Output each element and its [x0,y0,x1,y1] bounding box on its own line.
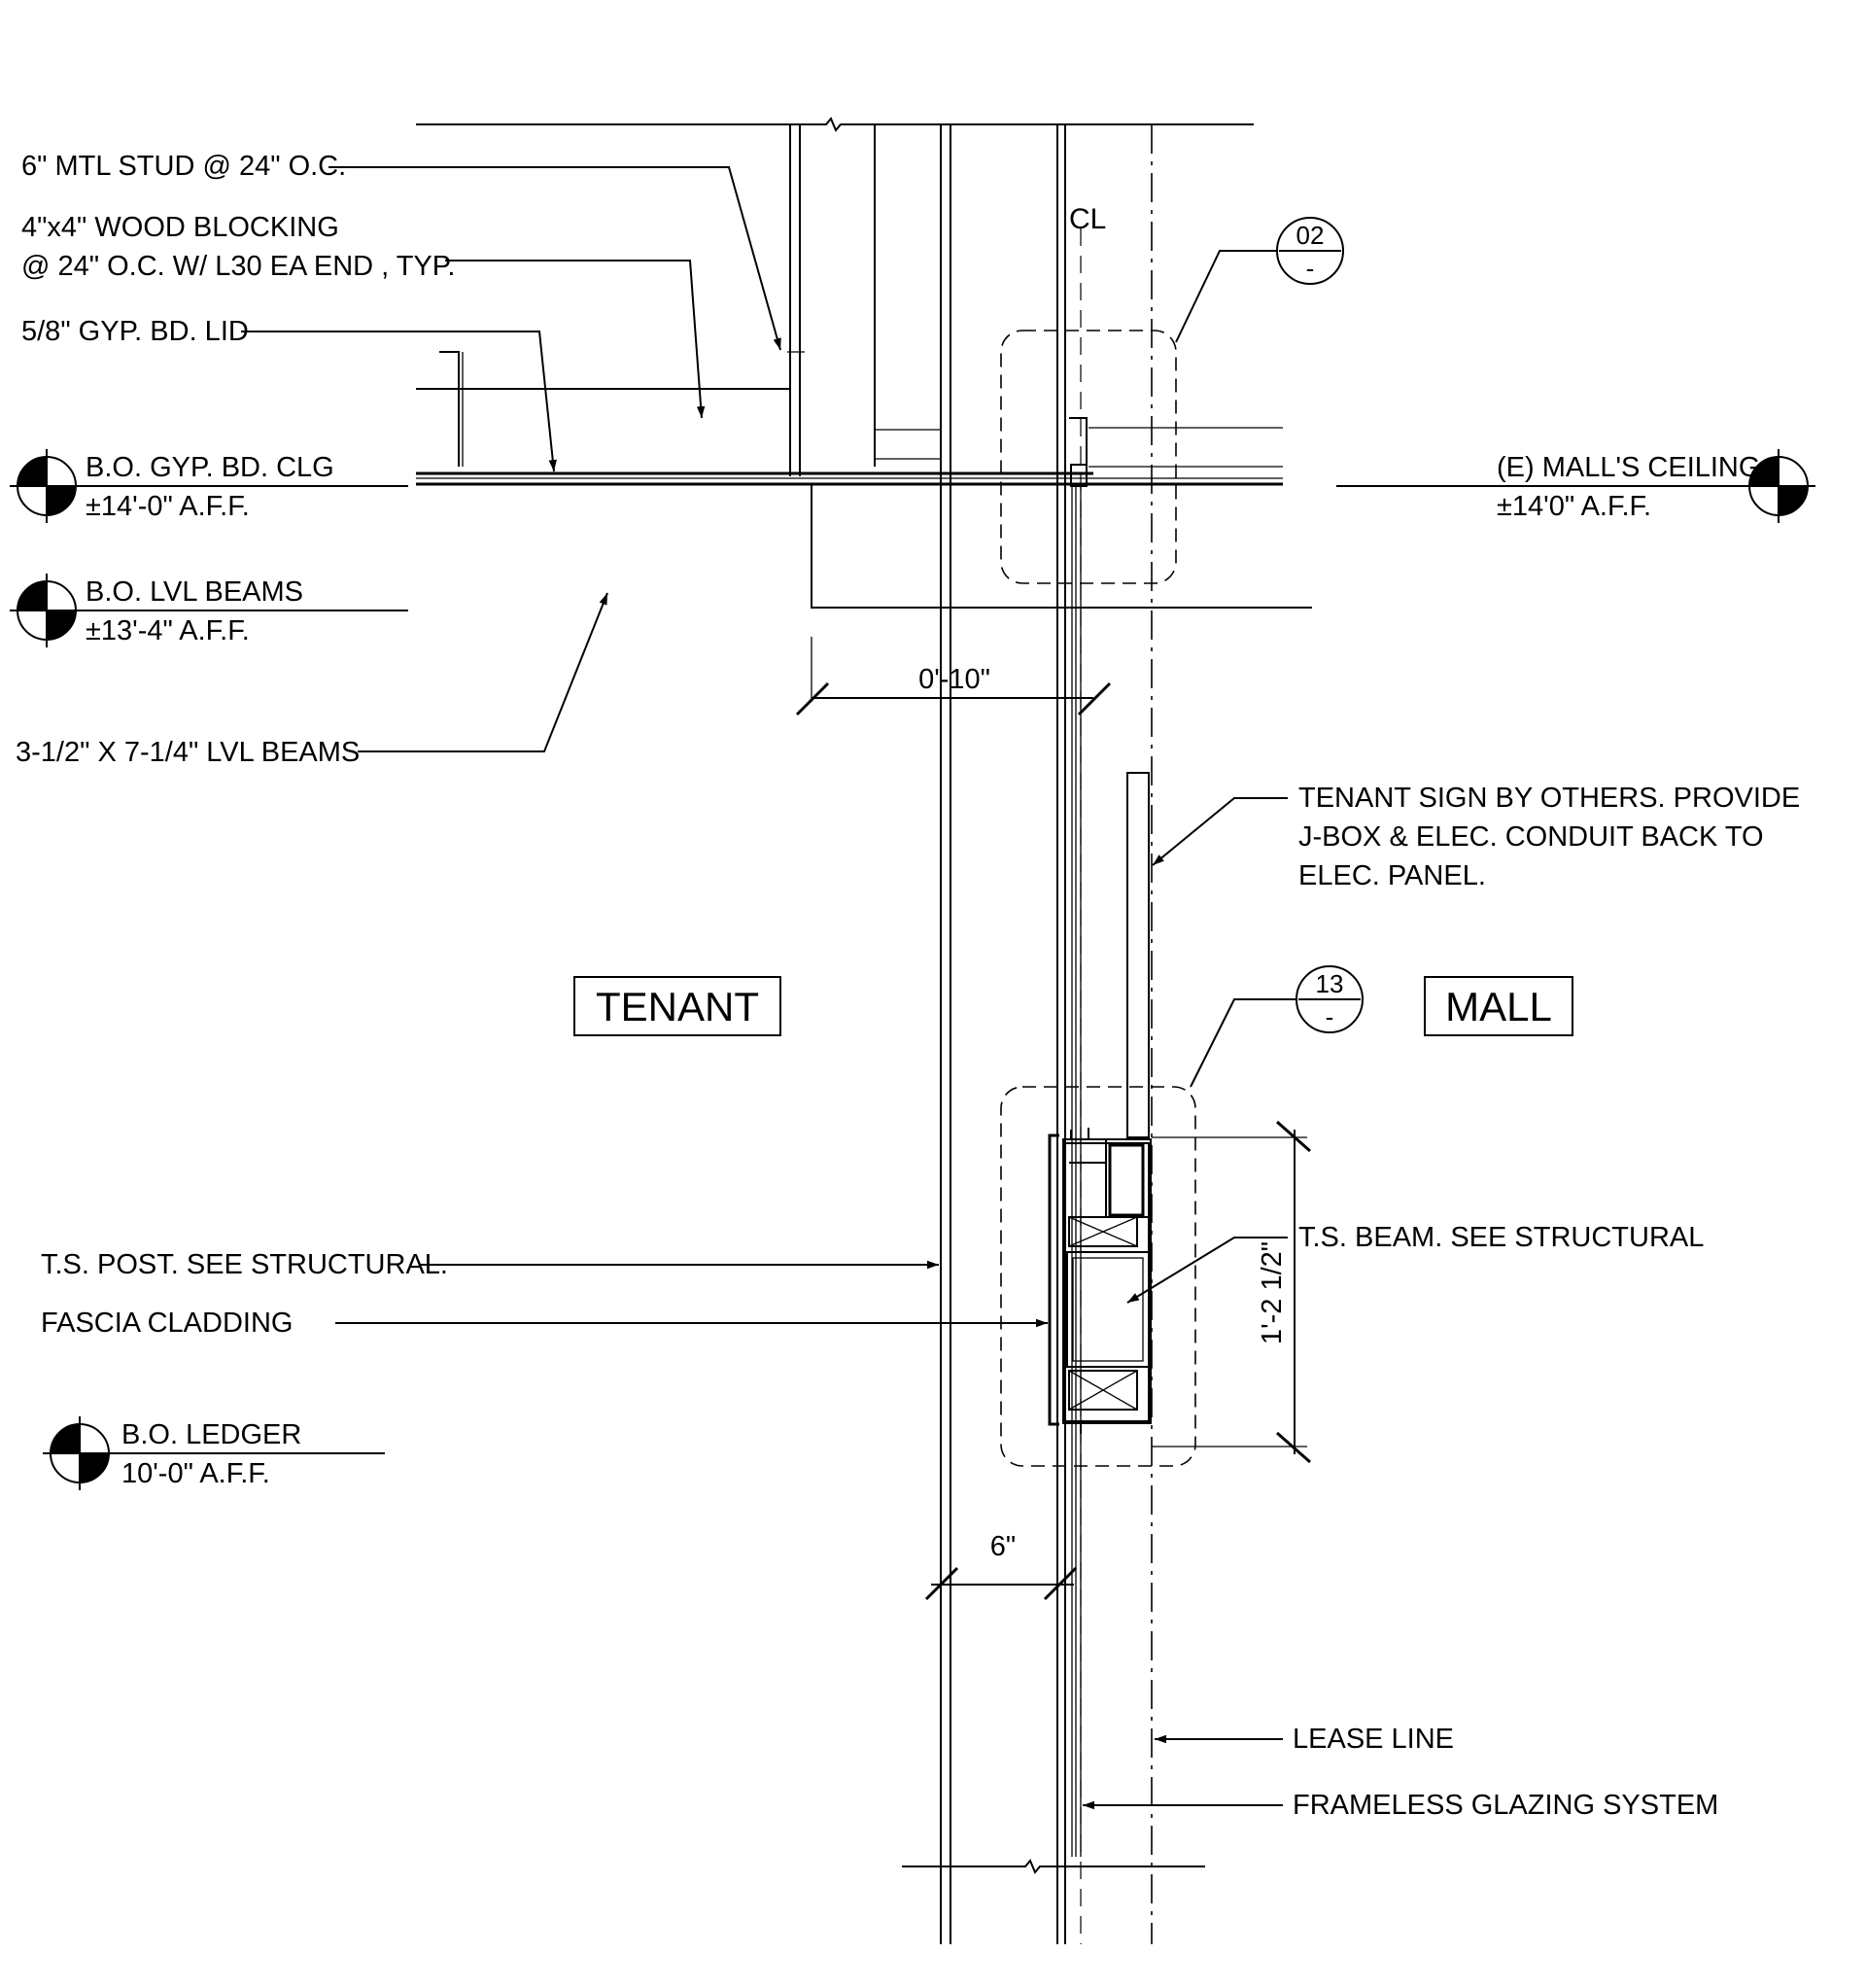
level-mall-ceiling-elev: ±14'0" A.F.F. [1497,491,1651,522]
dimension-vertical-label: 1'-2 1/2" [1257,1241,1288,1344]
room-mall-label: MALL [1445,984,1552,1029]
note-metal-stud: 6" MTL STUD @ 24" O.C. [21,151,781,351]
note-wood-blocking: 4"x4" WOOD BLOCKING @ 24" O.C. W/ L30 EA… [21,212,706,419]
centerline-label: CL [1069,203,1106,235]
note-tenant-sign-line3: ELEC. PANEL. [1298,860,1486,891]
note-metal-stud-text: 6" MTL STUD @ 24" O.C. [21,151,346,182]
note-glazing-text: FRAMELESS GLAZING SYSTEM [1293,1790,1718,1821]
note-ts-post: T.S. POST. SEE STRUCTURAL. [41,1249,939,1280]
note-tenant-sign-line2: J-BOX & ELEC. CONDUIT BACK TO [1298,821,1764,853]
level-marker-lvl: B.O. LVL BEAMS ±13'-4" A.F.F. [9,573,408,648]
level-marker-mall-ceiling: (E) MALL'S CEILING ±14'0" A.F.F. [1336,448,1816,524]
level-ledger-name: B.O. LEDGER [121,1419,301,1450]
level-gyp-clg-elev: ±14'-0" A.F.F. [86,491,250,522]
note-gyp-lid: 5/8" GYP. BD. LID [21,316,557,472]
fascia-assembly [1048,1128,1152,1434]
ceiling-board [416,417,1312,609]
wall-framing [416,117,1254,1944]
note-wood-blocking-line2: @ 24" O.C. W/ L30 EA END , TYP. [21,251,455,282]
note-ts-beam: T.S. BEAM. SEE STRUCTURAL [1126,1222,1704,1304]
note-ts-post-text: T.S. POST. SEE STRUCTURAL. [41,1249,448,1280]
room-mall: MALL [1424,976,1573,1036]
tenant-sign [1126,772,1150,1138]
note-lvl-beams-text: 3-1/2" X 7-1/4" LVL BEAMS [16,737,360,768]
detail-tag-02-number: 02 [1296,221,1325,250]
note-ts-beam-text: T.S. BEAM. SEE STRUCTURAL [1298,1222,1704,1253]
note-lvl-beams: 3-1/2" X 7-1/4" LVL BEAMS [16,592,608,768]
level-ledger-elev: 10'-0" A.F.F. [121,1458,270,1489]
level-lvl-name: B.O. LVL BEAMS [86,576,303,608]
note-lease-line-text: LEASE LINE [1293,1724,1454,1755]
note-tenant-sign-line1: TENANT SIGN BY OTHERS. PROVIDE [1298,783,1800,814]
level-lvl-elev: ±13'-4" A.F.F. [86,615,250,646]
dimension-top: 0'-10" [795,637,1112,716]
detail-callout-02: 02 - [1000,217,1344,584]
level-mall-ceiling-name: (E) MALL'S CEILING [1497,452,1760,483]
level-gyp-clg-name: B.O. GYP. BD. CLG [86,452,334,483]
level-marker-gyp-clg: B.O. GYP. BD. CLG ±14'-0" A.F.F. [9,448,408,524]
dimension-top-label: 0'-10" [918,664,990,695]
dimension-bottom: 6" [924,1531,1078,1601]
note-fascia-text: FASCIA CLADDING [41,1308,293,1339]
room-tenant-label: TENANT [596,984,759,1029]
detail-tag-13-sheet: - [1326,1002,1334,1031]
note-glazing: FRAMELESS GLAZING SYSTEM [1083,1790,1718,1821]
room-tenant: TENANT [573,976,781,1036]
dimension-bottom-label: 6" [990,1531,1016,1562]
level-marker-ledger: B.O. LEDGER 10'-0" A.F.F. [42,1415,385,1491]
note-tenant-sign: TENANT SIGN BY OTHERS. PROVIDE J-BOX & E… [1152,783,1800,891]
note-fascia: FASCIA CLADDING [41,1308,1048,1339]
bottom-break-line [902,1859,1205,1874]
note-gyp-lid-text: 5/8" GYP. BD. LID [21,316,249,347]
detail-callout-13: 13 - [1000,965,1364,1467]
note-lease-line: LEASE LINE [1155,1724,1454,1755]
note-wood-blocking-line1: 4"x4" WOOD BLOCKING [21,212,339,243]
detail-tag-02-sheet: - [1306,254,1315,283]
detail-tag-13-number: 13 [1316,969,1344,998]
centerline-symbol: CL [1069,203,1106,235]
dimension-vertical: 1'-2 1/2" [1152,1120,1311,1464]
glazing-panel [1071,486,1082,1857]
